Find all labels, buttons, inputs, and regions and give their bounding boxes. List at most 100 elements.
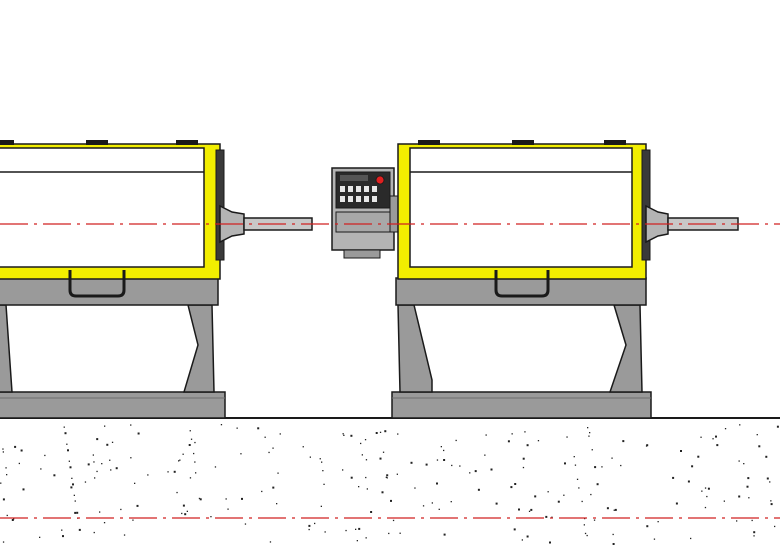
floor-speckle	[397, 433, 399, 435]
floor-speckle	[120, 508, 122, 511]
floor-speckle	[324, 531, 326, 533]
floor-speckle	[495, 502, 498, 505]
floor-speckle	[765, 455, 768, 458]
floor-speckle	[361, 454, 363, 456]
control-panel-display	[340, 175, 368, 181]
floor-speckle	[188, 444, 191, 446]
floor-speckle	[593, 519, 596, 521]
floor-speckle	[414, 487, 416, 489]
floor-speckle	[746, 485, 749, 488]
floor-speckle	[392, 519, 395, 522]
control-panel-key	[356, 186, 361, 192]
control-panel-key	[340, 196, 345, 202]
floor-speckle	[736, 520, 738, 522]
floor-speckle	[272, 447, 274, 449]
floor-speckle	[136, 504, 139, 507]
floor-speckle	[67, 449, 69, 452]
floor-speckle	[526, 444, 529, 447]
floor-speckle	[134, 482, 136, 484]
floor-speckle	[534, 495, 537, 498]
floor-speckle	[386, 477, 388, 479]
floor-speckle	[712, 438, 714, 440]
floor-speckle	[350, 476, 353, 479]
floor-speckle	[176, 491, 178, 494]
floor-speckle	[227, 508, 229, 510]
floor-speckle	[2, 448, 4, 450]
floor-speckle	[0, 482, 2, 484]
floor-speckle	[766, 477, 769, 480]
floor-speckle	[606, 507, 609, 510]
floor-speckle	[451, 464, 453, 467]
floor-speckle	[257, 427, 260, 430]
floor-speckle	[390, 499, 392, 502]
floor-speckle	[770, 500, 772, 502]
control-panel-foot	[343, 249, 381, 259]
floor-speckle	[2, 451, 4, 453]
floor-speckle	[620, 464, 622, 467]
right-machine-top-tab	[512, 140, 534, 145]
floor-speckle	[358, 527, 361, 530]
control-panel-key	[364, 196, 369, 202]
floor-speckle	[747, 477, 750, 480]
floor-speckle	[528, 510, 531, 512]
floor-speckle	[653, 538, 656, 540]
floor-speckle	[748, 497, 750, 499]
floor-speckle	[20, 449, 23, 452]
control-panel-key	[372, 196, 377, 202]
floor-speckle	[613, 509, 615, 511]
floor-speckle	[510, 486, 513, 489]
left-machine-base	[0, 391, 226, 419]
floor-speckle	[321, 461, 323, 463]
floor-speckle	[590, 493, 592, 496]
floor-speckle	[130, 457, 132, 459]
floor-speckle	[130, 424, 132, 426]
right-machine-beam	[395, 277, 647, 306]
floor-speckle	[547, 491, 549, 493]
floor-speckle	[587, 427, 589, 429]
floor-speckle	[443, 459, 446, 461]
floor-speckle	[425, 463, 428, 466]
floor-speckle	[111, 441, 114, 443]
floor-speckle	[178, 460, 180, 462]
floor-speckle	[591, 449, 593, 451]
floor-speckle	[220, 424, 223, 426]
floor-speckle	[614, 508, 617, 511]
floor-speckle	[384, 430, 387, 433]
floor-speckle	[69, 466, 72, 469]
right-machine-base	[391, 391, 652, 419]
floor-speckle	[276, 503, 278, 505]
floor-speckle	[101, 463, 103, 465]
floor-speckle	[186, 510, 188, 512]
floor-speckle	[214, 466, 217, 468]
floor-speckle	[198, 497, 201, 500]
floor-speckle	[44, 454, 46, 457]
control-panel-key	[348, 196, 353, 202]
floor-speckle	[691, 465, 694, 468]
floor-speckle	[308, 524, 311, 527]
right-machine-housing	[409, 147, 633, 268]
floor-speckle	[601, 466, 603, 468]
floor-speckle	[701, 490, 703, 492]
floor-speckle	[382, 451, 385, 453]
floor-speckle	[63, 426, 65, 428]
floor-speckle	[182, 504, 185, 507]
floor-speckle	[147, 474, 149, 476]
floor-speckle	[365, 459, 368, 461]
floor-speckle	[385, 476, 387, 478]
left-machine-left-leg	[0, 304, 13, 393]
floor-speckle	[194, 441, 196, 444]
floor-speckle	[99, 511, 101, 513]
floor-speckle	[450, 501, 452, 503]
floor-speckle	[74, 511, 77, 514]
floor-speckle	[704, 487, 707, 489]
floor-speckle	[566, 436, 568, 438]
floor-speckle	[469, 472, 471, 474]
floor-speckle	[268, 451, 270, 454]
control-panel-key	[356, 196, 361, 202]
floor-speckle	[399, 532, 401, 534]
floor-speckle	[319, 458, 321, 460]
floor-speckle	[5, 467, 7, 469]
floor-speckle	[364, 439, 367, 441]
floor-speckle	[753, 535, 755, 537]
floor-speckle	[751, 519, 753, 522]
